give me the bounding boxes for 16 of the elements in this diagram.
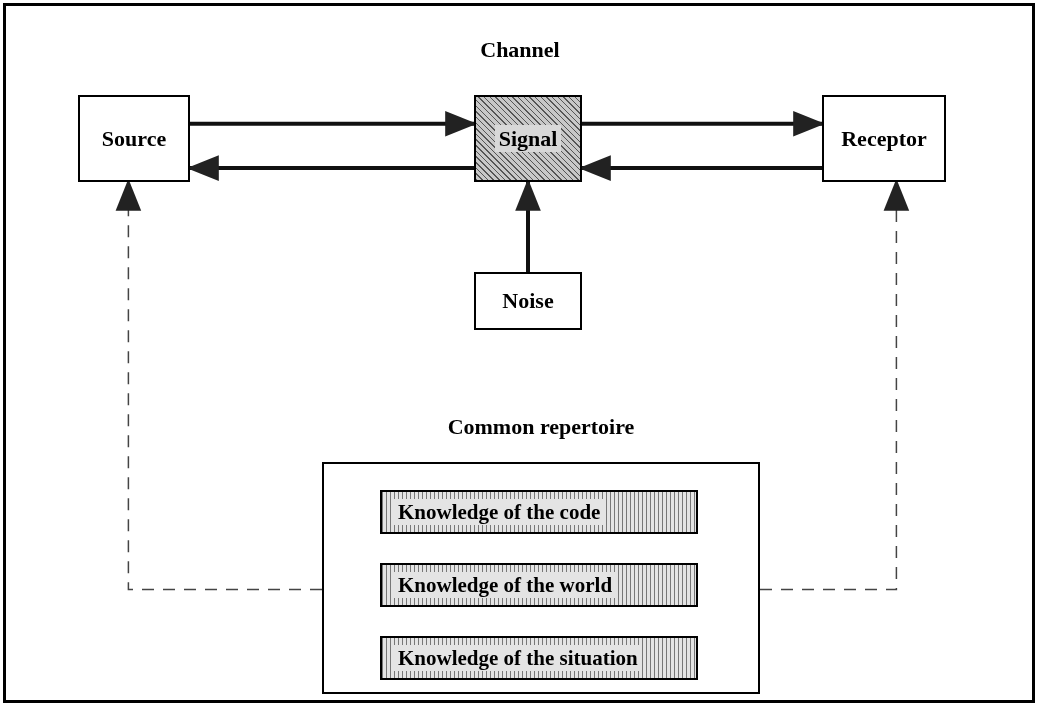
knowledge-bar: [380, 490, 698, 534]
box-label: Noise: [502, 287, 554, 315]
box-label: Knowledge of the code: [394, 498, 605, 526]
channel-label: Channel: [479, 36, 561, 64]
knowledge-bar: [380, 636, 698, 680]
box-label: Knowledge of the world: [394, 571, 617, 599]
group-heading: Common repertoire: [446, 413, 636, 441]
process-box: [474, 272, 582, 330]
box-label: Source: [101, 124, 167, 153]
box-label: Receptor: [841, 124, 927, 153]
signal-box: [474, 95, 582, 182]
process-box: [78, 95, 190, 182]
knowledge-bar: [380, 563, 698, 607]
process-box: [822, 95, 946, 182]
box-label: Knowledge of the situation: [394, 644, 642, 672]
box-label: Signal: [494, 124, 562, 153]
